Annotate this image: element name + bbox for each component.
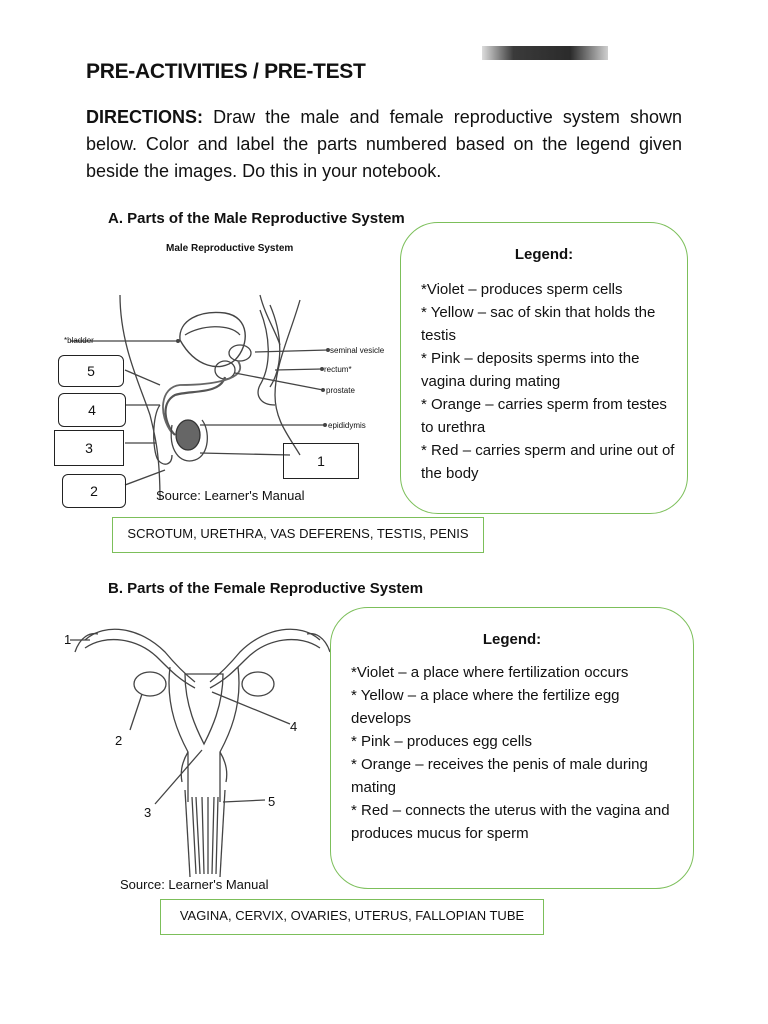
label-rectum: rectum* <box>324 365 352 374</box>
female-number-5: 5 <box>268 794 276 809</box>
number-box-5: 5 <box>58 355 124 387</box>
legend-item: * Red – carries sperm and urine out of t… <box>421 442 675 482</box>
legend-item: * Yellow – sac of skin that holds the te… <box>421 304 656 344</box>
number-box-2: 2 <box>62 474 126 508</box>
legend-item: *Violet – a place where fertilization oc… <box>351 664 629 681</box>
source-female: Source: Learner's Manual <box>120 877 269 892</box>
female-number-4: 4 <box>290 719 298 734</box>
directions-paragraph: DIRECTIONS: Draw the male and female rep… <box>86 104 682 185</box>
legend-item: * Pink – deposits sperms into the vagina… <box>421 350 640 390</box>
legend-item: *Violet – produces sperm cells <box>421 281 623 298</box>
section-b-heading: B. Parts of the Female Reproductive Syst… <box>108 580 424 597</box>
number-box-3: 3 <box>54 430 124 466</box>
female-reproductive-diagram <box>70 628 330 878</box>
directions-label: DIRECTIONS: <box>86 107 203 127</box>
label-prostate: prostate <box>326 386 355 395</box>
legend-item: * Pink – produces egg cells <box>351 733 532 750</box>
number-box-4: 4 <box>58 393 126 427</box>
legend-male: Legend: *Violet – produces sperm cells *… <box>400 222 688 514</box>
page-title: PRE-ACTIVITIES / PRE-TEST <box>86 60 366 83</box>
legend-item: * Orange – carries sperm from testes to … <box>421 396 667 436</box>
male-reproductive-diagram <box>70 294 330 500</box>
female-number-2: 2 <box>115 733 123 748</box>
male-diagram-title: Male Reproductive System <box>166 243 294 254</box>
source-male: Source: Learner's Manual <box>156 488 305 503</box>
section-a-heading: A. Parts of the Male Reproductive System <box>108 210 405 227</box>
number-box-1: 1 <box>283 443 359 479</box>
legend-title: Legend: <box>482 631 542 648</box>
legend-title: Legend: <box>514 246 574 263</box>
female-number-3: 3 <box>144 805 152 820</box>
legend-item: * Red – connects the uterus with the vag… <box>351 802 670 842</box>
scanned-tape-mark <box>482 46 608 60</box>
label-seminal-vesicle: seminal vesicle <box>330 346 385 355</box>
word-bank-male: SCROTUM, URETHRA, VAS DEFERENS, TESTIS, … <box>112 517 484 553</box>
label-bladder: *bladder <box>64 336 94 345</box>
legend-item: * Yellow – a place where the fertilize e… <box>351 687 620 727</box>
female-number-1: 1 <box>64 632 72 647</box>
word-bank-female: VAGINA, CERVIX, OVARIES, UTERUS, FALLOPI… <box>160 899 544 935</box>
legend-female: Legend: *Violet – a place where fertiliz… <box>330 607 694 889</box>
label-epididymis: epididymis <box>328 421 366 430</box>
directions-text: Draw the male and female reproductive sy… <box>86 107 682 181</box>
legend-item: * Orange – receives the penis of male du… <box>351 756 648 796</box>
